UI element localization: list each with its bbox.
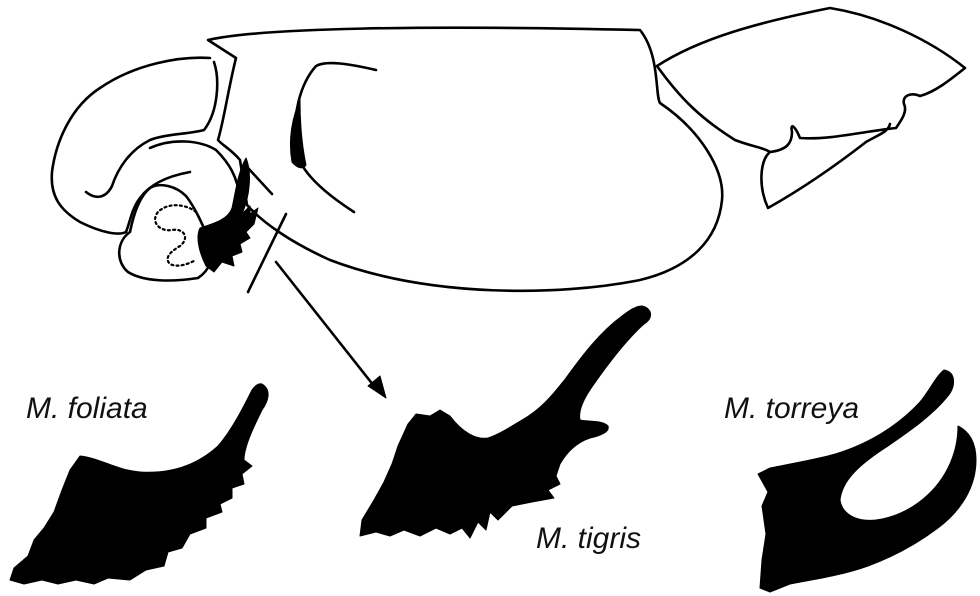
dotted-squiggle <box>155 205 196 265</box>
inner-dark-mark <box>290 100 306 168</box>
main-body-outline <box>208 28 722 291</box>
lower-lobe-outline <box>119 185 211 280</box>
tail-segment-outline <box>657 8 965 208</box>
label-tigris: M. tigris <box>536 522 641 555</box>
inner-curve-line <box>295 63 376 212</box>
pointer-arrow <box>276 262 386 398</box>
head-inner-loop <box>86 62 217 197</box>
tail-segment-lower-edge <box>657 66 770 152</box>
jaw-tigris <box>360 306 651 538</box>
section-line-upper <box>248 168 272 194</box>
label-foliata: M. foliata <box>26 392 148 425</box>
jaw-in-situ <box>198 158 258 272</box>
jaw-silhouettes <box>10 306 976 592</box>
label-torreya: M. torreya <box>724 392 859 425</box>
section-line-lower <box>248 214 286 292</box>
arrow-shaft <box>276 262 374 386</box>
arrow-head <box>368 376 386 398</box>
neck-outline <box>150 141 240 200</box>
body-schematic <box>52 8 965 292</box>
